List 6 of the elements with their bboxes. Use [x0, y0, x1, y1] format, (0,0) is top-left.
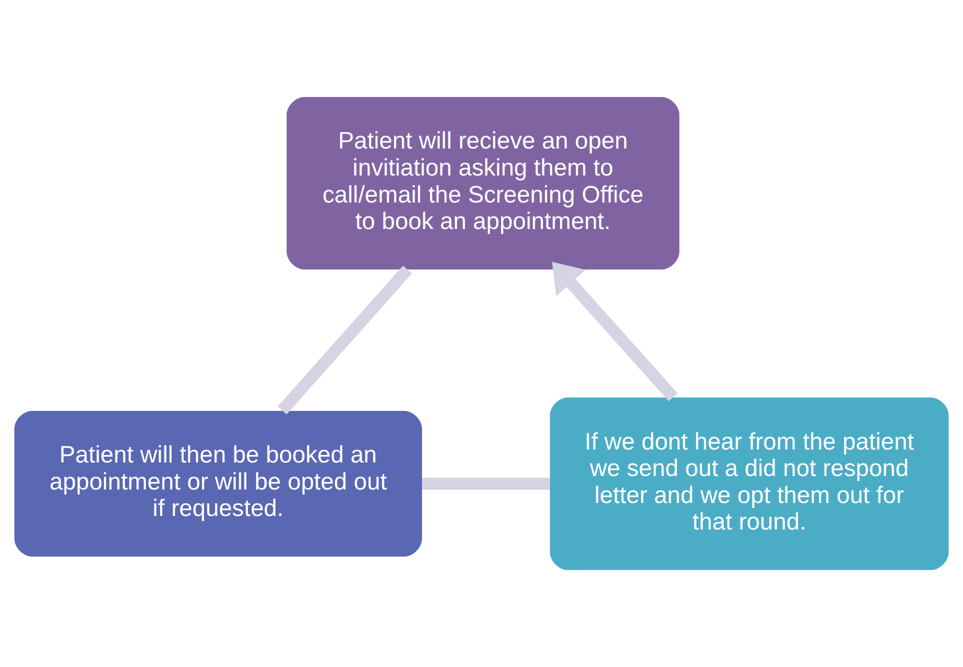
connector — [278, 266, 412, 414]
node-box: Patient will recieve an open invitiation asking them to call/email the Screening Office to book an appointment. — [286, 96, 680, 270]
node-box: Patient will then be booked an appointment or will be opted out if requested. — [14, 410, 422, 557]
node-box: If we dont hear from the patient we send out a did not respond letter and we opt them out for that round. — [550, 397, 949, 570]
connector — [422, 478, 550, 490]
arrow — [552, 262, 678, 402]
